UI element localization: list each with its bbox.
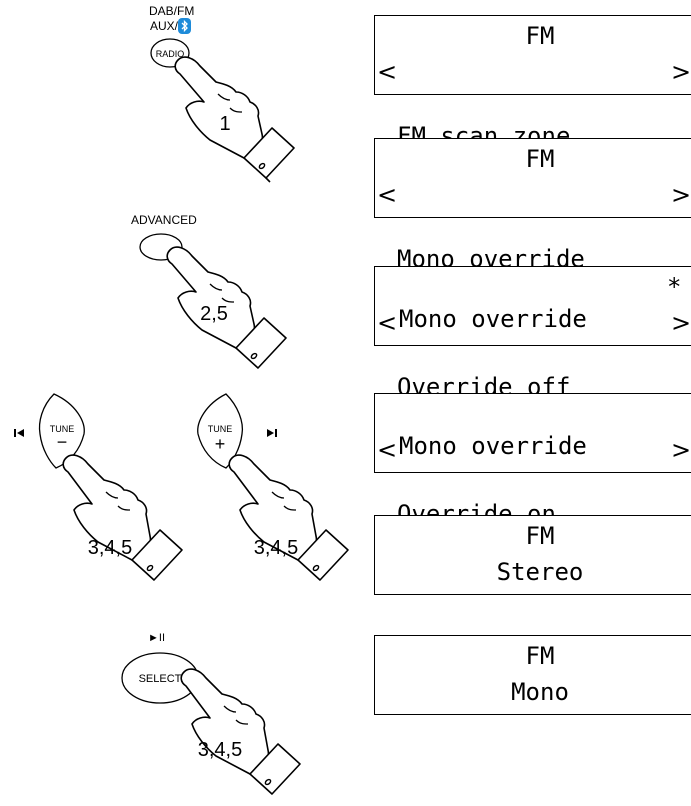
advanced-label: ADVANCED	[131, 213, 197, 227]
step-number-tune-down: 3,4,5	[88, 537, 132, 559]
star-icon: *	[667, 273, 682, 301]
lcd-line-2-row: < FM scan zone >	[375, 56, 691, 150]
lcd-line-1-row: Mono override	[375, 398, 691, 460]
lcd-line-1: FM	[525, 22, 555, 50]
arrow-left-icon: <	[377, 309, 398, 337]
minus-icon: −	[57, 432, 68, 452]
plus-icon: +	[215, 434, 226, 454]
lcd-line-1: FM	[525, 145, 555, 173]
bluetooth-icon	[178, 18, 191, 34]
lcd-display-stereo: FM Stereo	[374, 515, 691, 595]
source-label-aux: AUX/	[150, 19, 179, 33]
hand-pointer-icon: 3,4,5	[62, 454, 183, 581]
arrow-left-icon: <	[377, 436, 398, 464]
hand-pointer-icon: 1	[174, 56, 295, 183]
select-button-label: SELECT	[139, 673, 182, 685]
lcd-line-2: Mono	[511, 678, 569, 706]
step-number-advanced: 2,5	[200, 303, 228, 325]
tune-down-button[interactable]: TUNE −	[36, 392, 96, 472]
play-pause-icon: ►II	[148, 632, 165, 644]
skip-back-icon	[14, 429, 24, 437]
lcd-line-2-row: < Override on >	[375, 434, 691, 528]
tune-down-label: TUNE	[50, 424, 75, 434]
lcd-display-override-off: Mono override * < Override off >	[374, 266, 691, 401]
arrow-right-icon: >	[671, 309, 691, 337]
arrow-right-icon: >	[671, 58, 691, 86]
step-number-tune-up: 3,4,5	[254, 537, 298, 559]
lcd-line-1: FM	[525, 522, 555, 550]
lcd-line-1-row: Mono override *	[375, 271, 691, 333]
lcd-line-1: Mono override	[399, 305, 587, 333]
step-number-select: 3,4,5	[198, 739, 242, 761]
arrow-right-icon: >	[671, 181, 691, 209]
lcd-line-1: FM	[525, 642, 555, 670]
lcd-display-override-on: Mono override < Override on >	[374, 393, 691, 528]
source-label-dab-fm: DAB/FM	[149, 4, 195, 18]
lcd-display-mono-override: FM < Mono override >	[374, 138, 691, 273]
arrow-left-icon: <	[377, 58, 398, 86]
radio-button-label: RADIO	[156, 49, 185, 59]
step-number-radio: 1	[219, 113, 230, 135]
arrow-right-icon: >	[671, 436, 691, 464]
lcd-display-fm-scan-zone: FM < FM scan zone >	[374, 15, 691, 150]
hand-pointer-icon: 3,4,5	[180, 668, 301, 795]
skip-forward-icon	[267, 429, 277, 437]
tune-up-label: TUNE	[208, 424, 233, 434]
lcd-display-mono: FM Mono	[374, 635, 691, 715]
lcd-line-1: Mono override	[399, 432, 587, 460]
hand-pointer-icon: 3,4,5	[228, 454, 349, 581]
lcd-line-2: Stereo	[496, 558, 584, 586]
hand-pointer-icon: 2,5	[166, 246, 287, 369]
tune-up-button[interactable]: TUNE +	[196, 392, 256, 472]
arrow-left-icon: <	[377, 181, 398, 209]
lcd-line-2-row: < Mono override >	[375, 179, 691, 273]
lcd-line-2-row: < Override off >	[375, 307, 691, 401]
